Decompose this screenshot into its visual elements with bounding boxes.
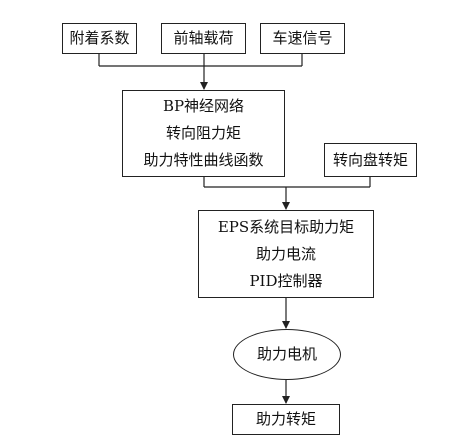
node-assist-motor: 助力电机	[233, 329, 341, 380]
node-label: 助力转矩	[255, 410, 316, 428]
node-label: 转向盘转矩	[332, 150, 408, 169]
node-line-2: 转向阻力矩	[165, 124, 241, 142]
node-steering-wheel-torque: 转向盘转矩	[324, 143, 417, 177]
node-line-3: PID控制器	[249, 271, 323, 290]
node-label: 前轴载荷	[173, 29, 234, 47]
node-bp-network: BP神经网络 转向阻力矩 助力特性曲线函数	[122, 90, 285, 177]
node-front-axle-load: 前轴载荷	[161, 23, 246, 54]
node-line-1: EPS系统目标助力矩	[217, 217, 355, 236]
node-eps-target-assist: EPS系统目标助力矩 助力电流 PID控制器	[198, 210, 374, 298]
node-assist-torque: 助力转矩	[232, 404, 340, 435]
node-adhesion-coefficient: 附着系数	[62, 23, 137, 54]
node-line-2: 助力电流	[255, 244, 316, 263]
node-label: 附着系数	[69, 29, 130, 47]
node-label: 车速信号	[272, 29, 333, 47]
node-label: 助力电机	[256, 345, 317, 363]
node-speed-signal: 车速信号	[260, 23, 345, 54]
node-line-3: 助力特性曲线函数	[143, 151, 264, 169]
node-line-1: BP神经网络	[162, 97, 245, 115]
